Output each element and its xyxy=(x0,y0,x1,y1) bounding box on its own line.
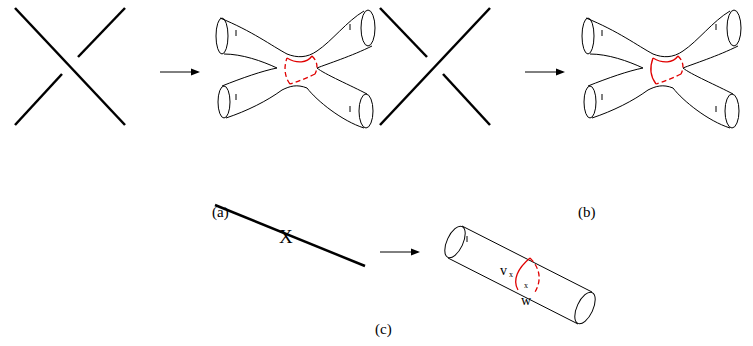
point-label: X xyxy=(279,227,293,246)
panel-label: (c) xyxy=(375,322,392,337)
subscript-label: x xyxy=(509,271,513,279)
point-label: x xyxy=(524,282,528,290)
curve-label: v xyxy=(500,264,507,278)
panel-label: (a) xyxy=(212,205,229,220)
panel-label: (b) xyxy=(578,205,596,220)
point-label: w xyxy=(521,294,531,308)
